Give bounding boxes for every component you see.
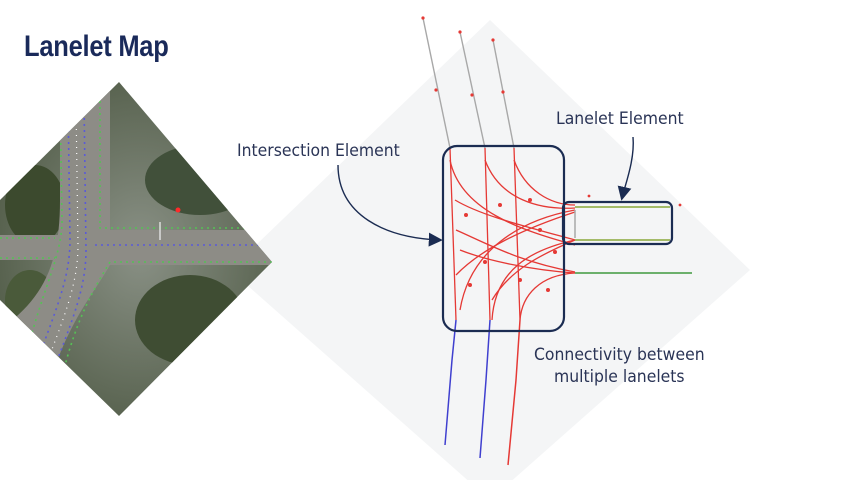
- connectivity-label: Connectivity between multiple lanelets: [534, 344, 705, 388]
- intersection-element-label: Intersection Element: [237, 141, 400, 161]
- lanelet-element-label: Lanelet Element: [556, 109, 684, 129]
- inactive-lanes: [422, 17, 515, 149]
- lane-nodes: [421, 16, 682, 292]
- slide-title: Lanelet Map: [24, 30, 169, 63]
- connectivity-label-line1: Connectivity between: [534, 345, 705, 365]
- lanelet-callout-arrow: [617, 136, 634, 201]
- connectivity-label-line2: multiple lanelets: [554, 367, 685, 387]
- lanelet-element-box: [561, 200, 674, 246]
- departing-lanes: [444, 319, 521, 466]
- aerial-image: [0, 82, 272, 416]
- intersection-callout-arrow: [337, 164, 443, 247]
- lanelet-lanes: [574, 206, 692, 274]
